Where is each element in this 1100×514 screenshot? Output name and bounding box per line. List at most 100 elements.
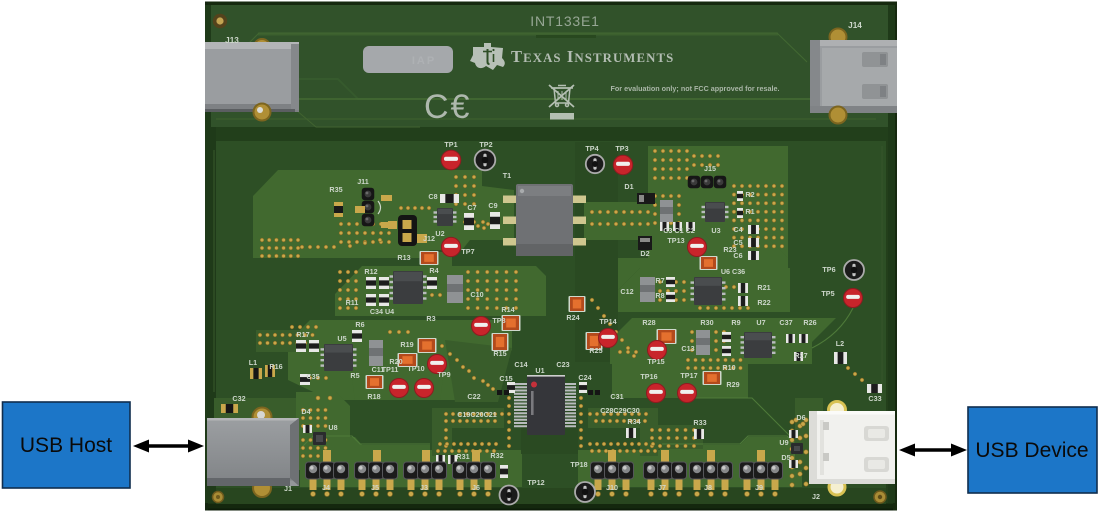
svg-text:C4: C4 (733, 225, 742, 234)
svg-text:U6 C36: U6 C36 (721, 267, 745, 276)
svg-text:R11: R11 (346, 298, 359, 307)
svg-text:U9: U9 (779, 438, 788, 447)
svg-text:TP4: TP4 (585, 144, 598, 153)
svg-text:R2: R2 (745, 190, 754, 199)
svg-text:INT133E1: INT133E1 (530, 13, 599, 29)
svg-text:C37: C37 (779, 318, 792, 327)
svg-text:USB Device: USB Device (975, 439, 1088, 462)
svg-text:U5: U5 (337, 334, 346, 343)
svg-text:R10: R10 (722, 363, 735, 372)
svg-text:C34 U4: C34 U4 (370, 307, 394, 316)
svg-text:R27: R27 (794, 351, 807, 360)
svg-text:C32: C32 (232, 394, 245, 403)
svg-text:J13: J13 (225, 36, 239, 45)
svg-text:R14: R14 (501, 305, 514, 314)
svg-text:R3: R3 (426, 314, 435, 323)
svg-text:R34: R34 (627, 417, 640, 426)
svg-text:TP16: TP16 (640, 372, 657, 381)
svg-text:TP17: TP17 (680, 371, 697, 380)
svg-text:J11: J11 (357, 177, 369, 186)
svg-text:J5: J5 (371, 483, 379, 492)
svg-text:L1: L1 (249, 358, 257, 367)
svg-text:J3: J3 (420, 483, 428, 492)
svg-text:TP14: TP14 (599, 317, 616, 326)
svg-text:D2: D2 (640, 249, 649, 258)
svg-text:C15: C15 (499, 374, 512, 383)
svg-text:R28: R28 (642, 318, 655, 327)
svg-text:R12: R12 (364, 267, 377, 276)
svg-text:J8: J8 (704, 483, 712, 492)
svg-text:R4: R4 (429, 266, 438, 275)
svg-text:R5: R5 (350, 371, 359, 380)
svg-text:J7: J7 (658, 483, 666, 492)
svg-text:For evaluation only; not FCC a: For evaluation only; not FCC approved fo… (611, 84, 780, 93)
svg-text:J1: J1 (284, 484, 292, 493)
svg-text:C23: C23 (556, 360, 569, 369)
svg-text:TP7: TP7 (461, 247, 474, 256)
svg-text:C7: C7 (467, 203, 476, 212)
svg-text:C28C29C30: C28C29C30 (600, 406, 640, 415)
svg-text:C11: C11 (372, 365, 385, 374)
svg-text:C10: C10 (470, 290, 483, 299)
svg-text:TP15: TP15 (647, 357, 664, 366)
svg-text:C12: C12 (620, 287, 633, 296)
svg-text:R26: R26 (803, 318, 816, 327)
svg-text:C3 C1 C2: C3 C1 C2 (663, 226, 695, 235)
svg-text:L2: L2 (836, 339, 844, 348)
svg-text:U3: U3 (711, 226, 720, 235)
svg-text:J14: J14 (848, 21, 862, 30)
svg-text:R21: R21 (757, 283, 770, 292)
svg-text:R25: R25 (589, 346, 602, 355)
svg-text:R24: R24 (566, 313, 579, 322)
svg-text:J15: J15 (704, 164, 716, 173)
svg-text:R20: R20 (389, 357, 402, 366)
svg-text:TP12: TP12 (527, 478, 544, 487)
svg-text:TP9: TP9 (437, 370, 450, 379)
svg-text:R30: R30 (700, 318, 713, 327)
svg-text:R7: R7 (655, 276, 664, 285)
svg-text:R9: R9 (731, 318, 740, 327)
svg-text:TP13: TP13 (667, 236, 684, 245)
svg-text:R22: R22 (757, 298, 770, 307)
svg-text:J2: J2 (812, 492, 820, 501)
svg-text:R31: R31 (456, 452, 469, 461)
svg-text:R32: R32 (490, 451, 503, 460)
svg-text:C33: C33 (868, 394, 881, 403)
svg-text:J4: J4 (322, 483, 330, 492)
svg-text:TP8: TP8 (492, 316, 505, 325)
svg-text:C13: C13 (681, 344, 694, 353)
svg-text:U7: U7 (756, 318, 765, 327)
svg-text:U1: U1 (535, 366, 544, 375)
svg-text:USB Host: USB Host (20, 434, 112, 457)
svg-text:R15: R15 (493, 349, 506, 358)
svg-text:J12: J12 (423, 234, 435, 243)
svg-text:D4: D4 (301, 407, 310, 416)
svg-text:R1: R1 (745, 207, 754, 216)
svg-text:TP2: TP2 (479, 140, 492, 149)
svg-text:R13: R13 (397, 253, 410, 262)
svg-text:R35: R35 (329, 185, 342, 194)
svg-text:R6: R6 (355, 320, 364, 329)
svg-text:C31: C31 (610, 392, 623, 401)
svg-text:TP10: TP10 (407, 364, 424, 373)
svg-text:J9: J9 (755, 483, 763, 492)
svg-text:D6: D6 (796, 413, 805, 422)
svg-text:TEXAS INSTRUMENTS: TEXAS INSTRUMENTS (511, 47, 674, 66)
svg-text:J6: J6 (472, 483, 480, 492)
svg-text:R8: R8 (655, 291, 664, 300)
svg-text:R23: R23 (723, 245, 736, 254)
svg-text:C19C20C21: C19C20C21 (457, 410, 497, 419)
svg-text:R33: R33 (693, 418, 706, 427)
svg-text:C6: C6 (733, 251, 742, 260)
svg-text:R29: R29 (726, 380, 739, 389)
svg-text:R17: R17 (296, 330, 309, 339)
svg-text:C8: C8 (428, 192, 437, 201)
svg-text:C35: C35 (306, 372, 319, 381)
svg-text:R16: R16 (269, 362, 282, 371)
svg-text:TP6: TP6 (822, 265, 835, 274)
svg-text:C22: C22 (467, 392, 480, 401)
svg-text:J10: J10 (606, 483, 618, 492)
svg-text:C5: C5 (733, 238, 742, 247)
svg-text:TP3: TP3 (615, 144, 628, 153)
svg-text:TP18: TP18 (570, 460, 587, 469)
